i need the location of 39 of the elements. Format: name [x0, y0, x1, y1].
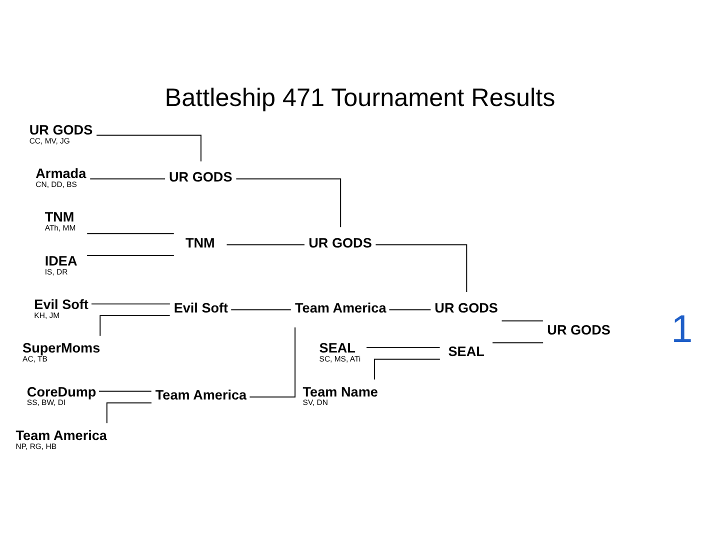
node-text: Team America NP, RG, HB	[16, 428, 107, 451]
node-text: TNM	[185, 235, 215, 250]
connector	[236, 178, 342, 228]
node-text: TNM ATh, MM	[44, 210, 76, 233]
connector	[249, 326, 296, 398]
diagram-title: Battleship 471 Tournament Results	[164, 84, 556, 112]
node-text: Evil Soft KH, JM	[34, 296, 88, 320]
connector	[375, 244, 468, 292]
connector	[98, 390, 152, 392]
connector	[106, 402, 152, 424]
connector	[374, 358, 440, 380]
connector	[100, 315, 170, 336]
connector	[91, 303, 170, 304]
node-text: UR GODS	[308, 235, 372, 250]
node-text: Team America	[155, 388, 247, 403]
connector	[492, 342, 544, 344]
connector	[230, 309, 292, 310]
node-text: SuperMoms AC, TB	[22, 340, 100, 364]
connector	[96, 134, 202, 162]
connector	[90, 178, 166, 180]
node-text: CoreDump SS, BW, DI	[26, 384, 96, 408]
node-text: Evil Soft	[174, 300, 228, 316]
node-text: UR GODS	[547, 322, 610, 338]
node-text: UR GODS	[168, 169, 232, 184]
node-text: UR GODS CC, MV, JG	[29, 122, 93, 146]
node-text: SEAL SC, MS, ATi	[319, 340, 361, 364]
label: 1	[671, 308, 693, 351]
connector	[86, 254, 174, 256]
node-text: UR GODS	[434, 300, 498, 316]
connector	[86, 233, 174, 234]
node-text: Team America	[295, 300, 386, 316]
connector	[388, 309, 432, 310]
connector	[226, 244, 305, 246]
node-text: IDEA IS, DR	[44, 253, 78, 276]
node-text: SEAL	[448, 344, 484, 360]
node-text: Armada CN, DD, BS	[36, 166, 86, 189]
connector	[501, 320, 544, 322]
node-text: Team Name SV, DN	[302, 384, 378, 408]
connector	[366, 347, 440, 348]
